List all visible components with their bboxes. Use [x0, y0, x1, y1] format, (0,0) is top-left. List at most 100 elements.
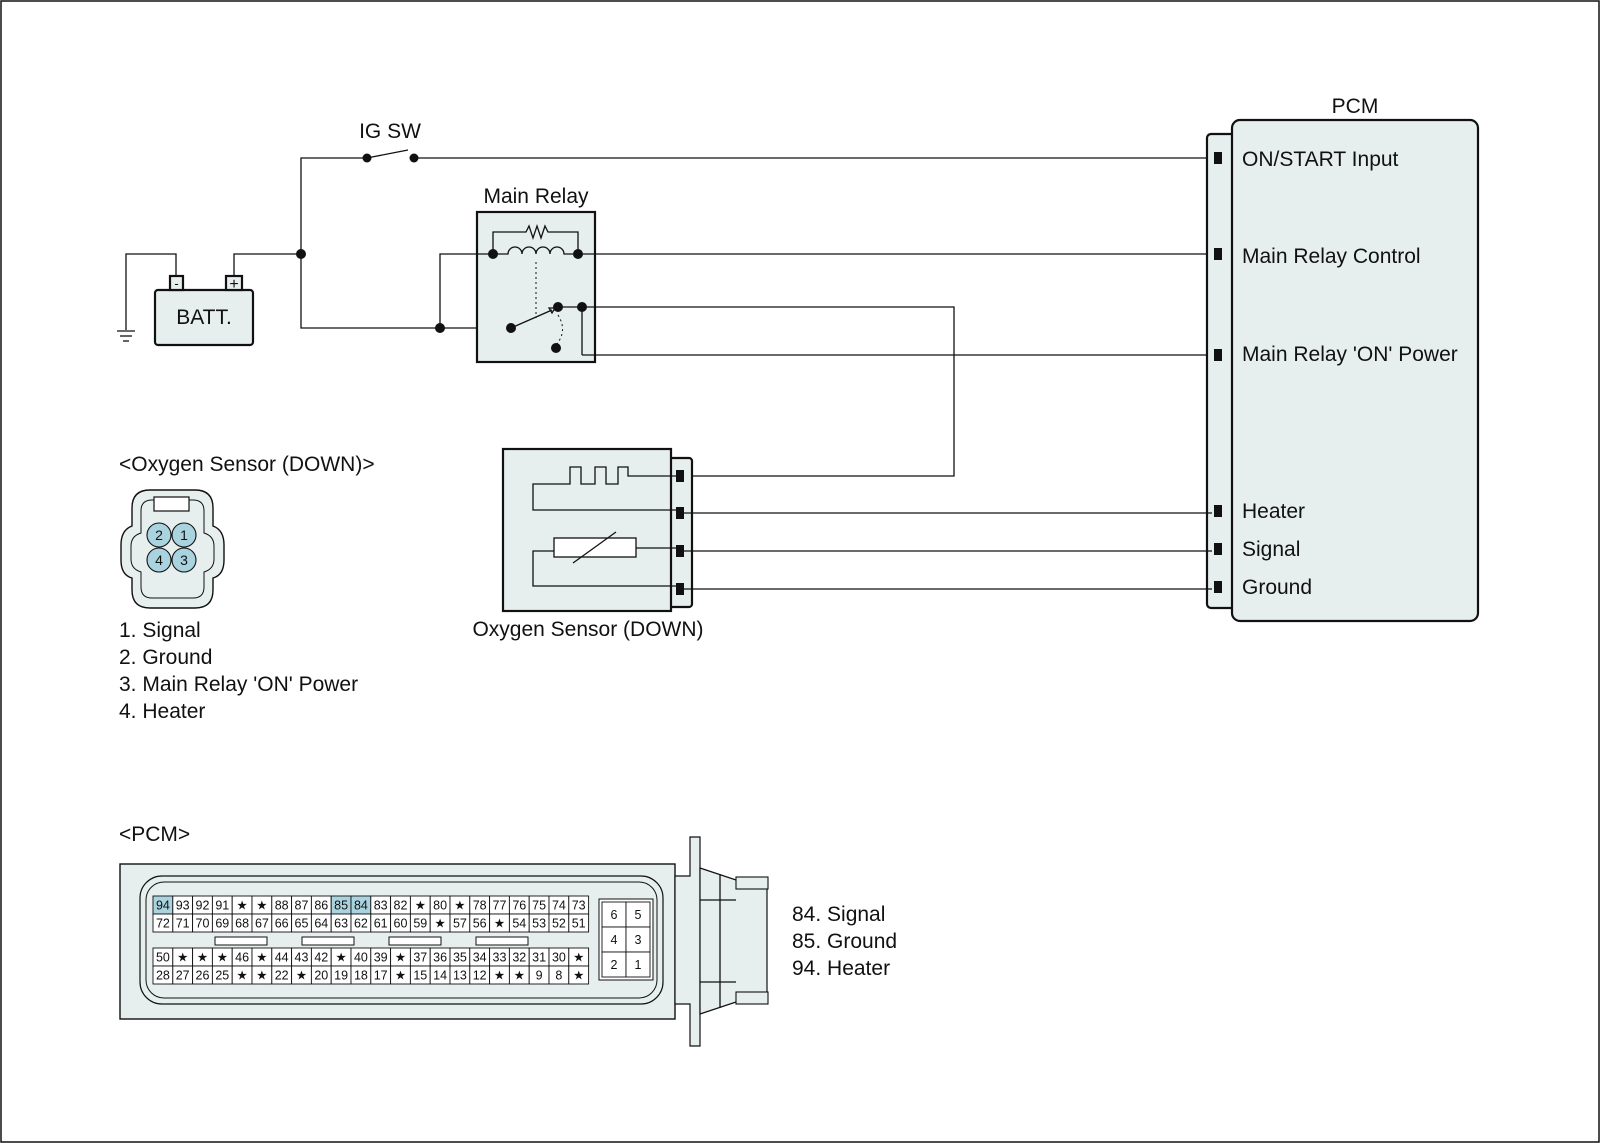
pcm-pin-label: ★ [454, 899, 465, 913]
pcm-pin-label: 32 [512, 951, 526, 965]
o2-legend-2: 2. Ground [119, 646, 212, 669]
pcm-pin-label: 71 [176, 917, 190, 931]
pcm-pin-main-relay-control: Main Relay Control [1242, 245, 1421, 268]
pcm-side-pin-label: 1 [635, 958, 642, 972]
pcm-pin-label: 93 [176, 899, 190, 913]
o2-pin-3: 3 [180, 552, 188, 568]
pcm-pin-signal: Signal [1242, 538, 1300, 561]
pcm-side-pin-cell [625, 951, 651, 978]
pcm-legend-2: 85. Ground [792, 930, 897, 953]
pcm-pin-label: 36 [433, 951, 447, 965]
pcm-pin-label: 25 [215, 969, 229, 983]
main-relay: Main Relay [475, 185, 597, 364]
pcm-pin-label: 39 [374, 951, 388, 965]
o2-pin-2: 2 [155, 527, 163, 543]
pcm-pin-label: 43 [295, 951, 309, 965]
pcm-side-pin-cell [625, 926, 651, 953]
pcm-pin-label: 87 [295, 899, 309, 913]
pcm-pin-label: 46 [235, 951, 249, 965]
junction-dot [296, 249, 306, 259]
pcm-pin-label: 44 [275, 951, 289, 965]
pcm-pin-label: 54 [512, 917, 526, 931]
pcm-pin-label: 26 [196, 969, 210, 983]
pcm-pin-label: 57 [453, 917, 467, 931]
pcm-module: PCM ON/START Input Main Relay Control Ma… [1205, 95, 1480, 623]
pcm-pin-label: 94 [156, 899, 170, 913]
pcm-pin-heater: Heater [1242, 500, 1305, 523]
pcm-pin-label: 92 [196, 899, 210, 913]
pcm-pin-label: 35 [453, 951, 467, 965]
pcm-pin-label: 12 [473, 969, 487, 983]
pcm-pin-label: 61 [374, 917, 388, 931]
pcm-pin-label: 88 [275, 899, 289, 913]
pcm-pin-label: 22 [275, 969, 289, 983]
pcm-pin-label: 67 [255, 917, 269, 931]
pcm-label: PCM [1332, 95, 1379, 118]
pcm-pin-label: ★ [395, 951, 406, 965]
ground-symbol [117, 253, 177, 342]
pcm-pin-label: 65 [295, 917, 309, 931]
pcm-pin-label: 73 [572, 899, 586, 913]
pcm-pin-on-start-input: ON/START Input [1242, 148, 1399, 171]
pcm-pin-label: ★ [177, 951, 188, 965]
pcm-side-pin-label: 6 [611, 908, 618, 922]
pcm-pin-label: ★ [296, 969, 307, 983]
pcm-pin-main-relay-on-power: Main Relay 'ON' Power [1242, 343, 1458, 366]
pcm-pin-label: 82 [394, 899, 408, 913]
pcm-pin-label: 17 [374, 969, 388, 983]
o2-legend-3: 3. Main Relay 'ON' Power [119, 673, 358, 696]
oxygen-sensor-caption: Oxygen Sensor (DOWN) [472, 618, 703, 641]
pcm-pin-label: ★ [256, 899, 267, 913]
pcm-pin-label: ★ [236, 899, 247, 913]
pcm-pin-label: 13 [453, 969, 467, 983]
pcm-pin-label: 60 [394, 917, 408, 931]
pcm-pin-label: 30 [552, 951, 566, 965]
pcm-pin-label: 31 [532, 951, 546, 965]
pcm-pin-label: ★ [236, 969, 247, 983]
pcm-pin-label: 27 [176, 969, 190, 983]
pcm-pin-label: 62 [354, 917, 368, 931]
pcm-pin-label: ★ [415, 899, 426, 913]
pcm-pin-label: 9 [536, 969, 543, 983]
pcm-pin-label: 63 [334, 917, 348, 931]
pcm-pin-label: 74 [552, 899, 566, 913]
pcm-pin-label: ★ [573, 969, 584, 983]
battery-neg-label: - [174, 276, 178, 291]
pcm-pin-ground: Ground [1242, 576, 1312, 599]
pcm-pin-label: ★ [395, 969, 406, 983]
ig-sw-label: IG SW [359, 120, 421, 143]
pcm-pin-label: ★ [197, 951, 208, 965]
pcm-pin-label: 52 [552, 917, 566, 931]
pcm-side-pin-label: 5 [635, 908, 642, 922]
pcm-pin-label: 70 [196, 917, 210, 931]
pcm-pin-label: 56 [473, 917, 487, 931]
pcm-pin-label: ★ [573, 951, 584, 965]
pcm-pin-label: 18 [354, 969, 368, 983]
battery-label: BATT. [176, 306, 232, 329]
pcm-pin-label: 59 [413, 917, 427, 931]
ignition-switch: IG SW [359, 120, 1212, 163]
pcm-pin-label: 75 [532, 899, 546, 913]
pcm-pin-label: 51 [572, 917, 586, 931]
o2-legend-4: 4. Heater [119, 700, 205, 723]
pcm-pin-label: 42 [314, 951, 328, 965]
pcm-pin-label: 20 [314, 969, 328, 983]
pcm-pin-label: 19 [334, 969, 348, 983]
pcm-pin-label: 8 [555, 969, 562, 983]
pcm-pin-label: 28 [156, 969, 170, 983]
pcm-pin-label: 86 [314, 899, 328, 913]
pcm-side-pin-cell [625, 901, 651, 928]
pcm-side-pin-label: 4 [611, 933, 618, 947]
pcm-side-pin-label: 3 [635, 933, 642, 947]
pcm-side-pin-cell [601, 951, 627, 978]
pcm-side-pin-cell [601, 901, 627, 928]
pcm-pin-label: 50 [156, 951, 170, 965]
pcm-pin-label: 68 [235, 917, 249, 931]
junction-dot [435, 323, 445, 333]
battery-pos-label: + [229, 276, 238, 293]
battery: - + BATT. [153, 274, 255, 347]
